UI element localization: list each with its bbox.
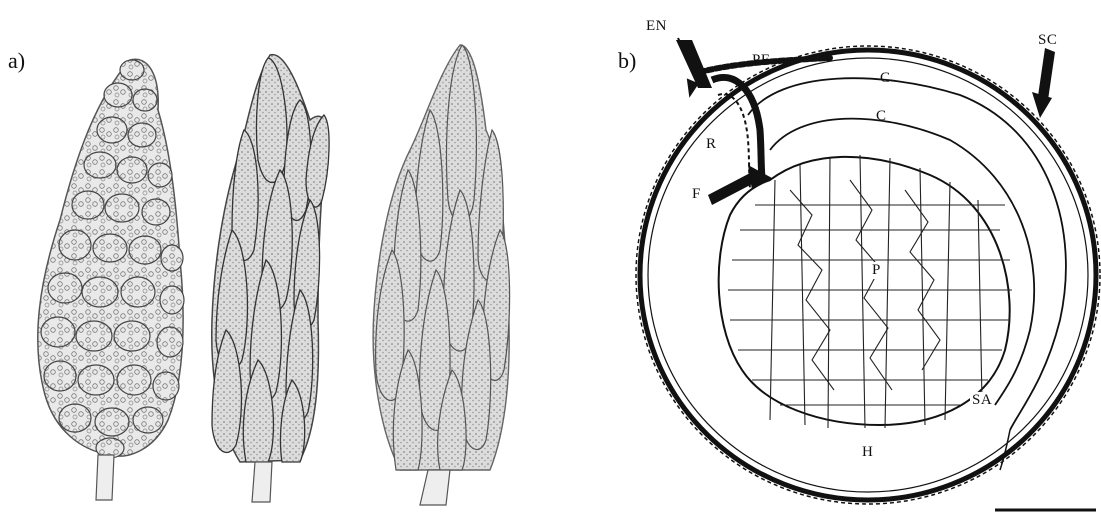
label-EN: EN xyxy=(646,18,667,35)
label-C-outer: C xyxy=(880,70,891,87)
label-C-inner: C xyxy=(876,108,887,125)
label-PE: PE xyxy=(752,52,771,69)
label-F: F xyxy=(692,186,701,203)
label-P: P xyxy=(870,262,883,279)
label-R: R xyxy=(706,136,717,153)
label-H: H xyxy=(862,444,873,461)
arrow-SC xyxy=(1038,48,1055,100)
prothallus-cells xyxy=(719,155,1012,428)
label-SC: SC xyxy=(1038,32,1057,49)
label-SA: SA xyxy=(970,392,994,409)
